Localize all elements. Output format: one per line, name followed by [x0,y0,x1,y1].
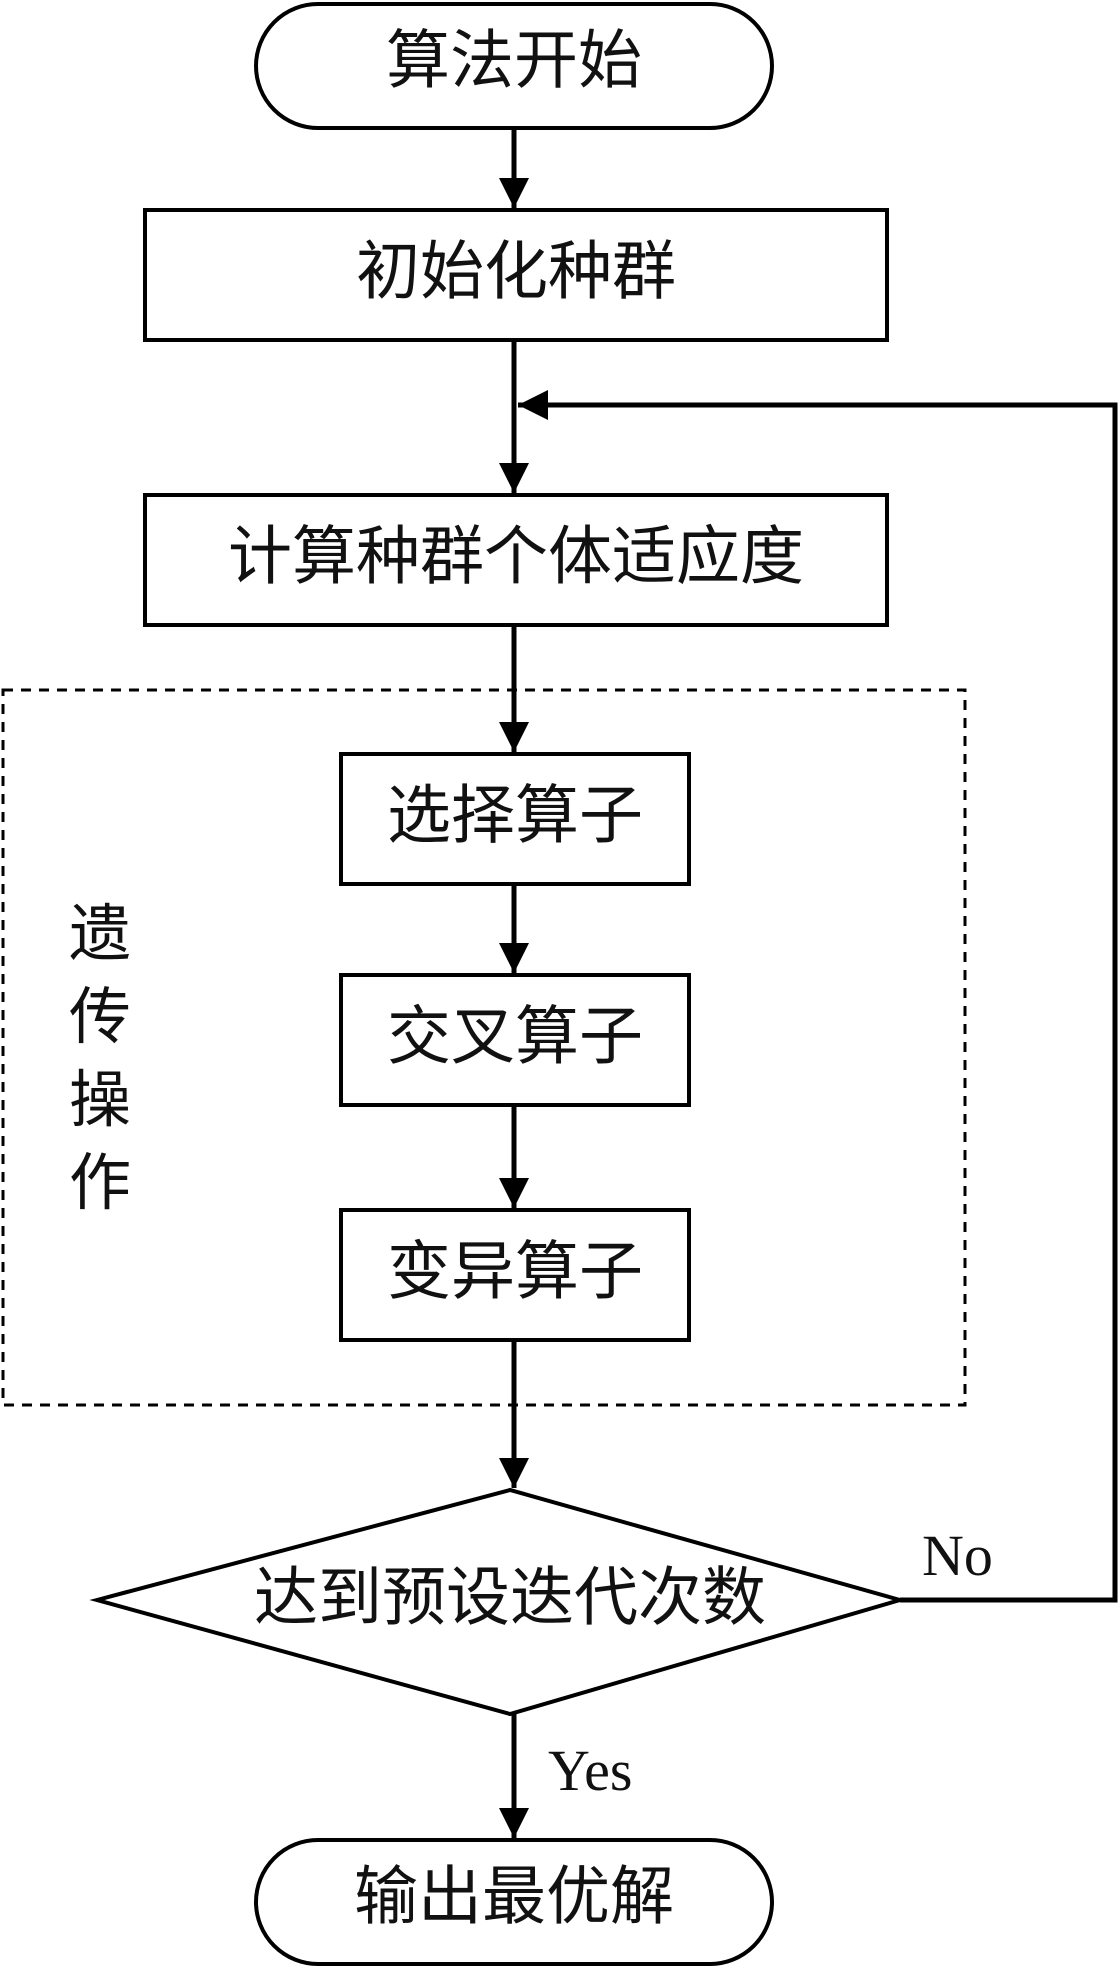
crossover-label: 交叉算子 [387,1001,643,1075]
group-label-char-1: 遗 [69,897,131,970]
decision-label: 达到预设迭代次数 [254,1562,766,1636]
start-label: 算法开始 [386,25,642,99]
mutation-box [339,1208,691,1342]
init-population-node: 初始化种群 [143,208,889,342]
fitness-label: 计算种群个体适应度 [228,521,804,595]
crossover-box [339,973,691,1107]
no-label: No [922,1523,993,1588]
group-label-char-4: 作 [69,1146,131,1219]
end-label: 输出最优解 [354,1861,674,1935]
group-label-char-2: 传 [69,980,131,1053]
loop-back-no-path [518,390,1118,1603]
end-node: 输出最优解 [254,1838,774,1966]
init-population-box [143,208,889,342]
group-label: 遗 传 操 作 [69,897,131,1219]
selection-node: 选择算子 [339,752,691,886]
start-node: 算法开始 [254,2,774,130]
init-population-label: 初始化种群 [356,236,676,310]
crossover-node: 交叉算子 [339,973,691,1107]
mutation-node: 变异算子 [339,1208,691,1342]
fitness-node: 计算种群个体适应度 [143,493,889,627]
selection-label: 选择算子 [387,780,643,854]
decision-node: 达到预设迭代次数 [89,1487,908,1717]
mutation-label: 变异算子 [387,1236,643,1310]
end-terminal-shape [254,1838,774,1966]
yes-label: Yes [548,1738,632,1803]
fitness-box [143,493,889,627]
genetic-operations-group [1,688,967,1407]
group-label-char-3: 操 [69,1063,131,1136]
